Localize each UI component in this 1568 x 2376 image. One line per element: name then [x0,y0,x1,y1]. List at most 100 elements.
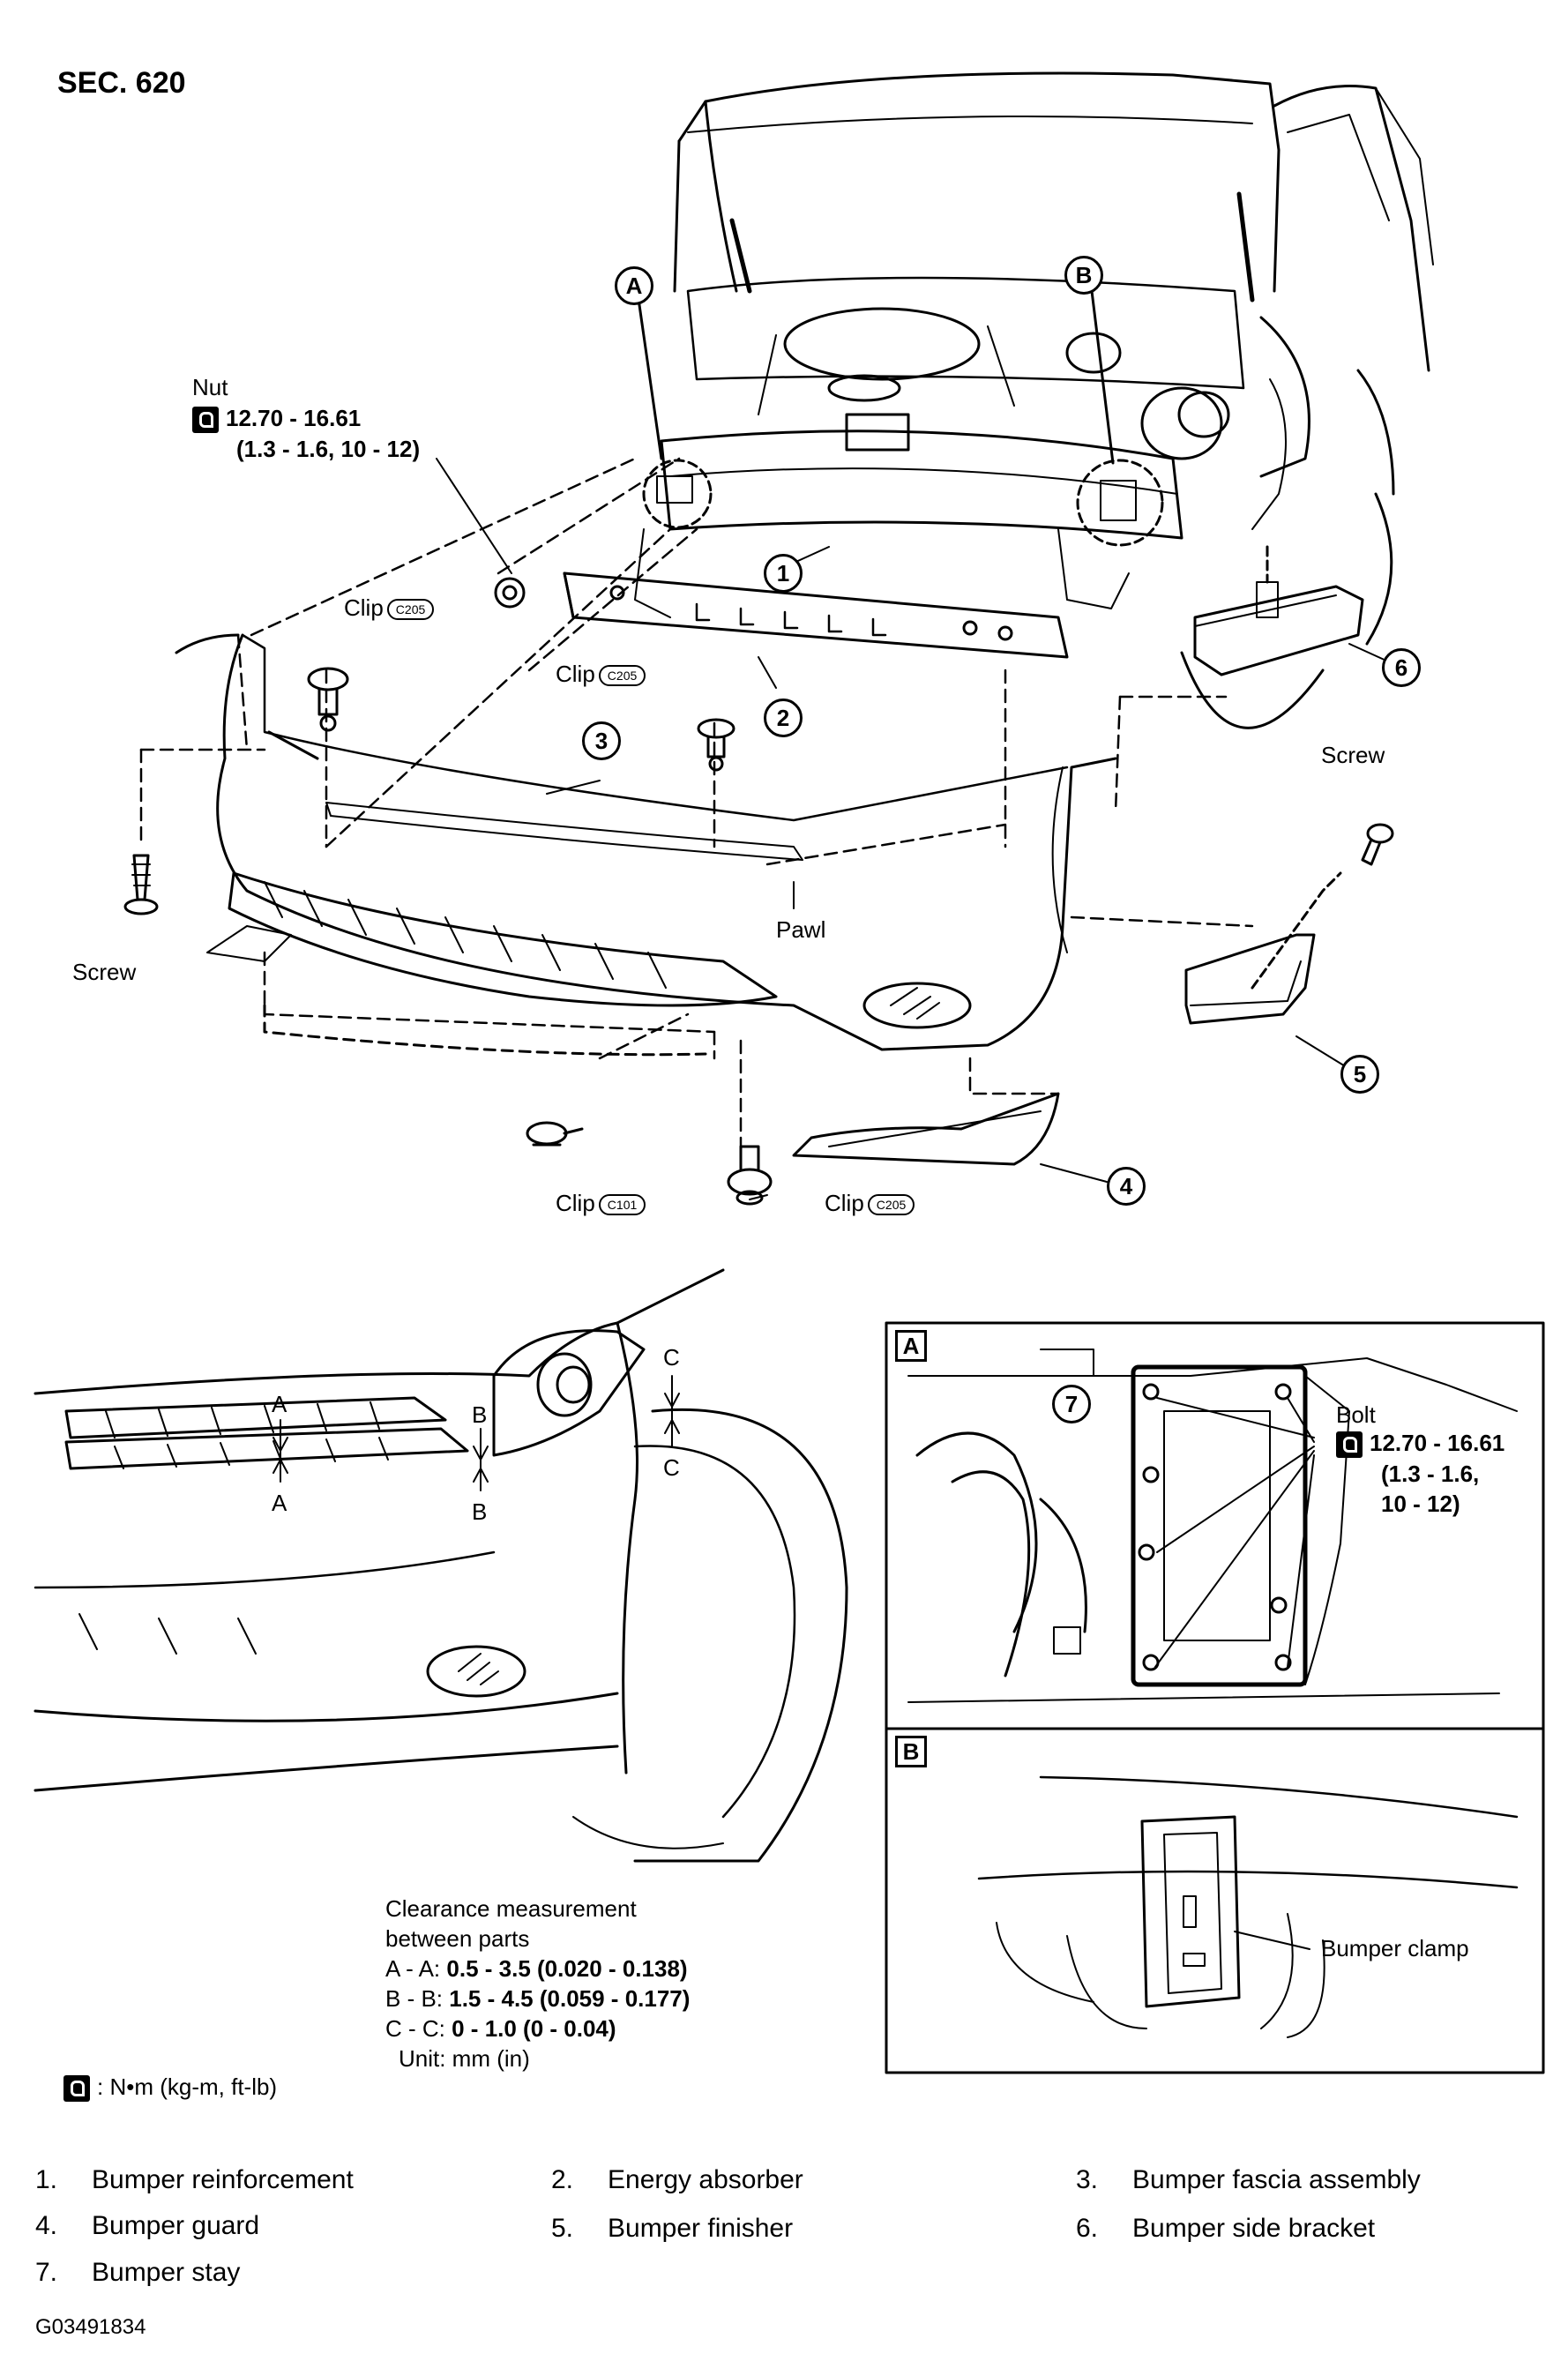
legend-number: 1. [35,2165,58,2194]
nut-torque-units: (1.3 - 1.6, 10 - 12) [236,436,421,462]
legend-item-6: 6. Bumper side bracket [1076,2214,1375,2244]
legend-name: Bumper side bracket [1132,2214,1376,2243]
section-number: SEC. 620 [57,66,186,100]
part-number-2: 2 [764,699,803,737]
pawl-label: Pawl [776,916,826,943]
figure-id: G03491834 [35,2315,146,2339]
legend-item-1: 1. Bumper reinforcement [35,2165,354,2195]
gap-b-bottom: B [472,1498,488,1525]
clearance-subheading: between parts [385,1925,530,1952]
legend-number: 5. [551,2214,574,2243]
legend-number: 2. [551,2165,574,2194]
detail-a-label: A [895,1330,927,1362]
bumper-fascia-part [175,633,1117,1051]
clip-code: C205 [598,665,646,687]
screw-icon [123,854,159,915]
clearance-value: 0 - 1.0 (0 - 0.04) [452,2015,616,2042]
clearance-label: A - A: [385,1955,441,1982]
bolt-torque-value: 12.70 - 16.61 [1370,1430,1505,1456]
bolt-label: Bolt [1336,1401,1376,1428]
legend-item-2: 2. Energy absorber [551,2165,803,2195]
part-number-1: 1 [764,554,803,593]
part-number-3: 3 [582,721,621,760]
legend-name: Energy absorber [608,2165,803,2194]
gap-c-bottom: C [663,1454,680,1481]
detail-b-label: B [895,1736,927,1767]
clearance-value: 0.5 - 3.5 (0.020 - 0.138) [446,1955,688,1982]
legend-number: 6. [1076,2214,1099,2243]
clip-text: Clip [556,1190,595,1216]
clearance-label: B - B: [385,1985,444,2012]
clip-icon [307,667,349,732]
nut-torque-value: 12.70 - 16.61 [226,405,362,431]
clip-icon [727,1145,773,1206]
clearance-row-c: C - C: 0 - 1.0 (0 - 0.04) [385,2015,616,2043]
bumper-finisher-part [1184,871,1342,1025]
legend-number: 7. [35,2258,58,2287]
legend-name: Bumper fascia assembly [1132,2165,1421,2194]
assembly-lines [139,457,1254,1148]
legend-item-5: 5. Bumper finisher [551,2214,793,2244]
torque-unit-key: : N•m (kg-m, ft-lb) [63,2073,278,2103]
legend-item-4: 4. Bumper guard [35,2211,259,2241]
part-number-7: 7 [1052,1385,1091,1423]
torque-wrench-icon [1336,1431,1363,1459]
part-number-6: 6 [1382,648,1421,687]
clip-text: Clip [825,1190,864,1216]
legend-name: Bumper stay [92,2258,241,2287]
clearance-value: 1.5 - 4.5 (0.059 - 0.177) [449,1985,691,2012]
detail-view-a [885,1321,1545,1730]
screw-icon [1361,823,1394,866]
clip-code: C101 [598,1194,646,1216]
clearance-heading: Clearance measurement [385,1895,637,1922]
detail-view-b [885,1727,1545,2074]
nut-label: Nut [192,374,228,400]
legend-name: Bumper guard [92,2211,260,2240]
nut-icon [494,577,526,609]
legend-name: Bumper reinforcement [92,2165,354,2194]
bolt-torque: 12.70 - 16.61 [1336,1430,1505,1459]
clip-text: Clip [556,661,595,687]
energy-absorber-part [563,572,1069,659]
vehicle-body [634,71,1434,729]
bumper-guard-part [206,925,1060,1166]
legend-number: 4. [35,2211,58,2240]
clip-code: C205 [386,599,435,621]
legend-item-3: 3. Bumper fascia assembly [1076,2165,1421,2195]
clearance-row-a: A - A: 0.5 - 3.5 (0.020 - 0.138) [385,1955,688,1983]
clearance-row-b: B - B: 1.5 - 4.5 (0.059 - 0.177) [385,1985,691,2013]
gap-c-top: C [663,1344,680,1371]
bumper-clamp-label: Bumper clamp [1321,1935,1469,1961]
clearance-unit: Unit: mm (in) [399,2045,530,2072]
nut-torque: 12.70 - 16.61 [192,405,362,434]
clip-icon [526,1121,584,1147]
part-number-5: 5 [1340,1055,1379,1094]
clip-text: Clip [344,594,384,621]
clearance-view [34,1268,848,1863]
callout-a: A [615,266,653,305]
torque-wrench-icon [63,2075,90,2103]
gap-a-top: A [272,1391,287,1417]
legend-number: 3. [1076,2165,1099,2194]
torque-unit-text: : N•m (kg-m, ft-lb) [97,2073,278,2100]
clip-code: C205 [867,1194,915,1216]
screw-label-right: Screw [1321,742,1385,768]
bolt-torque-units-2: 10 - 12) [1381,1491,1460,1517]
legend-name: Bumper finisher [608,2214,794,2243]
clearance-label: C - C: [385,2015,445,2042]
gap-b-top: B [472,1401,488,1428]
gap-a-bottom: A [272,1490,287,1516]
callout-b: B [1064,256,1103,295]
torque-wrench-icon [192,407,219,434]
part-number-4: 4 [1107,1167,1146,1206]
clip-icon [697,718,735,772]
legend-item-7: 7. Bumper stay [35,2258,240,2288]
screw-label-left: Screw [72,959,137,985]
bumper-side-bracket-part [1193,545,1364,676]
leader-lines [436,283,1399,1200]
